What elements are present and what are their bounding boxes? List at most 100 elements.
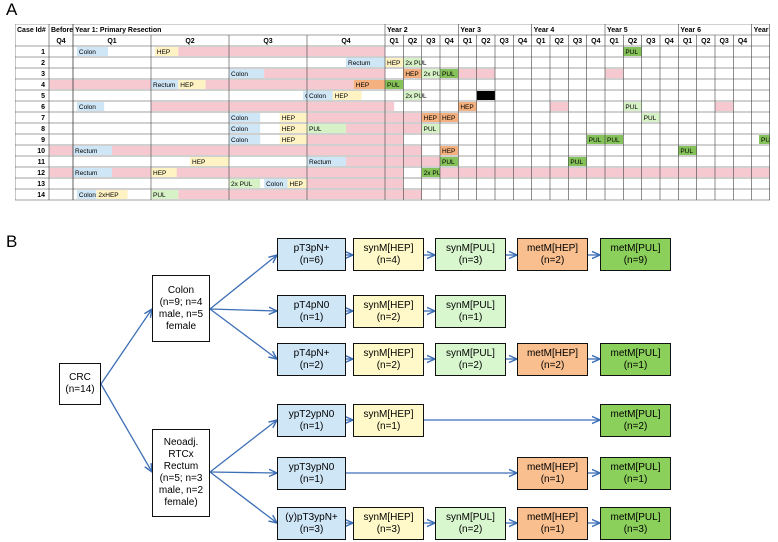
cell-followup bbox=[112, 168, 404, 177]
node-count: (n=6) bbox=[299, 254, 324, 266]
node-label: ypT2ypN0 bbox=[288, 408, 335, 420]
node-syn-pul-row1: synM[PUL](n=3) bbox=[435, 238, 506, 271]
header-year-6: Year 6 bbox=[680, 27, 701, 34]
cell-pul-label: PUL bbox=[424, 126, 437, 133]
cell-before bbox=[49, 146, 73, 155]
cell-rectum bbox=[73, 146, 112, 155]
node-syn-hep-row6: synM[HEP](n=3) bbox=[353, 507, 424, 540]
cell-hep bbox=[178, 80, 206, 89]
cell-pul bbox=[385, 80, 404, 89]
node-count: (n=1) bbox=[458, 311, 483, 323]
node-count: (n=1) bbox=[299, 473, 324, 485]
root-line2: (n=14) bbox=[65, 384, 95, 395]
node-count: (n=1) bbox=[540, 473, 565, 485]
quarter-label: Q2 bbox=[408, 38, 417, 45]
cell-hep-label: HEP bbox=[424, 115, 437, 122]
header-case-id: Case Id# bbox=[17, 27, 46, 34]
cell-hep-label: HEP bbox=[335, 93, 348, 100]
node-met-hep-row3: metM[HEP](n=2) bbox=[517, 343, 588, 376]
node-count: (n=2) bbox=[540, 359, 565, 371]
node-label: synM[PUL] bbox=[446, 347, 495, 359]
node-label: metM[PUL] bbox=[610, 408, 661, 420]
cell-hep bbox=[287, 179, 307, 188]
cell-hep bbox=[440, 113, 459, 122]
node-label: metM[PUL] bbox=[610, 242, 661, 254]
node-stage-row4: ypT2ypN0(n=1) bbox=[277, 404, 346, 437]
cell-colon-label: Colon bbox=[79, 104, 96, 111]
cell-pul-label: PUL bbox=[761, 137, 770, 144]
rectum-line4: (n=5; n=3 bbox=[159, 473, 203, 484]
cell-colon-label: Colon bbox=[79, 49, 96, 56]
rectum-line2: RTCx bbox=[168, 449, 194, 460]
cell-followup bbox=[151, 102, 395, 111]
cell-pul-label: 2x PUL bbox=[405, 60, 427, 67]
quarter-label: Q3 bbox=[646, 38, 655, 45]
cell-followup bbox=[112, 146, 422, 155]
cell-before bbox=[49, 80, 73, 89]
cell-pul bbox=[586, 135, 605, 144]
quarter-label: Q4 bbox=[738, 38, 747, 45]
cell-pul bbox=[678, 146, 697, 155]
cell-hep bbox=[190, 157, 229, 166]
cell-pul bbox=[421, 168, 440, 177]
row-id: 3 bbox=[41, 71, 45, 78]
cell-pul bbox=[623, 47, 642, 56]
cell-hep-label: HEP bbox=[282, 137, 295, 144]
cell-pul-label: 2x PUL bbox=[231, 181, 253, 188]
cell-followup bbox=[307, 113, 422, 122]
quarter-label: Q3 bbox=[499, 38, 508, 45]
cell-pul bbox=[307, 124, 346, 133]
quarter-label: Q2 bbox=[628, 38, 637, 45]
node-met-pul-row3: metM[PUL](n=1) bbox=[600, 343, 671, 376]
cell-pul bbox=[623, 102, 642, 111]
node-count: (n=1) bbox=[376, 420, 401, 432]
cell-hep bbox=[353, 80, 385, 89]
cell-pul-label: PUL bbox=[625, 104, 638, 111]
cell-event bbox=[476, 91, 495, 100]
cell-pul-label: PUL bbox=[570, 159, 583, 166]
cell-pul-label: PUL bbox=[607, 137, 620, 144]
node-count: (n=2) bbox=[540, 254, 565, 266]
node-label: (y)pT3ypN+ bbox=[285, 511, 338, 523]
cell-rectum-label: Rectum bbox=[75, 148, 97, 155]
row-id: 7 bbox=[41, 115, 45, 122]
node-syn-pul-row6: synM[PUL](n=2) bbox=[435, 507, 506, 540]
cell-rectum bbox=[151, 80, 179, 89]
node-count: (n=1) bbox=[623, 359, 648, 371]
node-met-pul-row1: metM[PUL](n=9) bbox=[600, 238, 671, 271]
cell-pul bbox=[759, 135, 770, 144]
cell-hep bbox=[332, 91, 362, 100]
node-count: (n=2) bbox=[458, 359, 483, 371]
cell-hep bbox=[458, 102, 477, 111]
node-label: metM[HEP] bbox=[526, 347, 579, 359]
cell-pul-label: PUL bbox=[309, 126, 322, 133]
cell-hep bbox=[421, 113, 440, 122]
node-syn-pul-row3: synM[PUL](n=2) bbox=[435, 343, 506, 376]
cell-colon bbox=[76, 102, 105, 111]
quarter-label: Q3 bbox=[573, 38, 582, 45]
colon-line3: male, n=5 bbox=[158, 308, 204, 320]
quarter-label: Q2 bbox=[701, 38, 710, 45]
node-count: (n=2) bbox=[299, 359, 324, 371]
node-stage-row6: (y)pT3ypN+(n=3) bbox=[277, 507, 346, 540]
node-count: (n=3) bbox=[376, 523, 401, 535]
cell-colon-label: Colon bbox=[231, 115, 248, 122]
cell-pul bbox=[440, 157, 459, 166]
node-count: (n=2) bbox=[623, 420, 648, 432]
header-year-5: Year 5 bbox=[607, 27, 628, 34]
quarter-label: Q4 bbox=[664, 38, 673, 45]
cell-hep-label: HEP bbox=[282, 115, 295, 122]
node-count: (n=3) bbox=[458, 254, 483, 266]
cell-pul bbox=[151, 190, 179, 199]
quarter-label: Q1 bbox=[389, 38, 398, 45]
node-label: synM[HEP] bbox=[363, 299, 414, 311]
row-id: 14 bbox=[37, 192, 45, 199]
node-label: pT4pN0 bbox=[293, 299, 330, 311]
node-count: (n=9) bbox=[623, 254, 648, 266]
cell-followup bbox=[346, 124, 422, 133]
quarter-label: Q2 bbox=[185, 38, 194, 45]
cell-hep bbox=[279, 124, 307, 133]
cell-pul bbox=[403, 58, 422, 67]
row-id: 1 bbox=[41, 49, 45, 56]
